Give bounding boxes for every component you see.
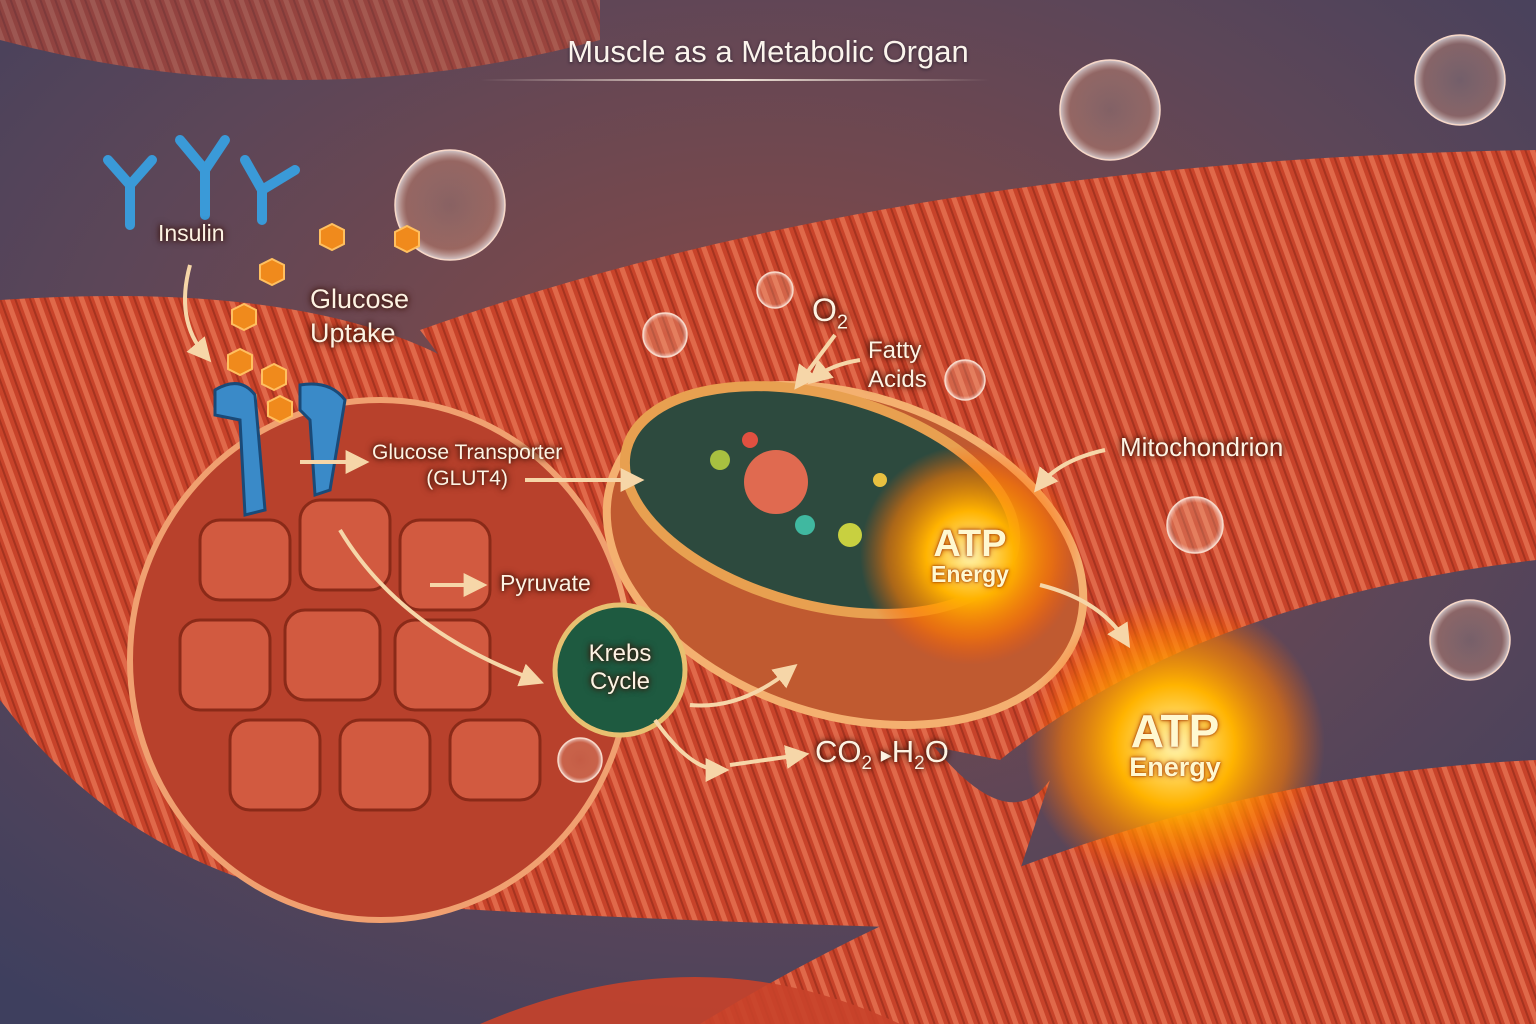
atp-inner-text: ATP bbox=[933, 523, 1007, 565]
h2o-subscript: 2 bbox=[914, 753, 925, 775]
lower-fiber-end bbox=[480, 977, 900, 1024]
glucose-uptake-line1: Glucose bbox=[310, 284, 410, 314]
arrow-icon: ▸ bbox=[880, 742, 892, 767]
h2o-text-h: H bbox=[891, 734, 915, 769]
oxygen-label: O2 bbox=[812, 292, 848, 334]
krebs-line2: Cycle bbox=[589, 668, 650, 695]
energy-inner-text: Energy bbox=[931, 561, 1009, 587]
h2o-text-o: O bbox=[924, 734, 949, 769]
glut4-transporter-icon bbox=[213, 382, 347, 517]
atp-glow-outer bbox=[1025, 595, 1325, 895]
insulin-label: Insulin bbox=[158, 220, 225, 246]
mito-granule bbox=[744, 450, 808, 514]
lower-fiber bbox=[700, 760, 1536, 1024]
mitochondrion-label: Mitochondrion bbox=[1120, 432, 1284, 462]
pyruvate-label: Pyruvate bbox=[500, 570, 591, 596]
co2-text: CO bbox=[815, 734, 862, 769]
myofibril-bundles bbox=[178, 498, 542, 812]
glut4-line2: (GLUT4) bbox=[426, 467, 508, 490]
pathway-arrows bbox=[183, 264, 1131, 782]
glut4-line1: Glucose Transporter bbox=[372, 441, 563, 464]
title-divider bbox=[480, 79, 990, 81]
krebs-line1: Krebs bbox=[588, 640, 652, 667]
atp-outer-text: ATP bbox=[1130, 705, 1220, 757]
energy-outer-text: Energy bbox=[1129, 752, 1221, 782]
mito-particles bbox=[710, 432, 887, 547]
glucose-uptake-line2: Uptake bbox=[310, 318, 396, 348]
o2-subscript: 2 bbox=[836, 311, 849, 334]
bubbles bbox=[394, 34, 1511, 783]
atp-glow-inner bbox=[860, 445, 1080, 665]
fatty-line1: Fatty bbox=[868, 337, 922, 364]
glut4-label: Glucose Transporter (GLUT4) bbox=[372, 440, 562, 492]
insulin-icons bbox=[103, 135, 300, 230]
background-fiber bbox=[0, 0, 600, 80]
diagram-title: Muscle as a Metabolic Organ bbox=[567, 34, 969, 69]
fatty-line2: Acids bbox=[868, 366, 927, 393]
co2-h2o-label: CO2 ▸H2O bbox=[815, 734, 949, 775]
o2-text: O bbox=[812, 292, 837, 328]
krebs-cycle-circle bbox=[552, 602, 688, 738]
co2-subscript: 2 bbox=[861, 753, 873, 775]
